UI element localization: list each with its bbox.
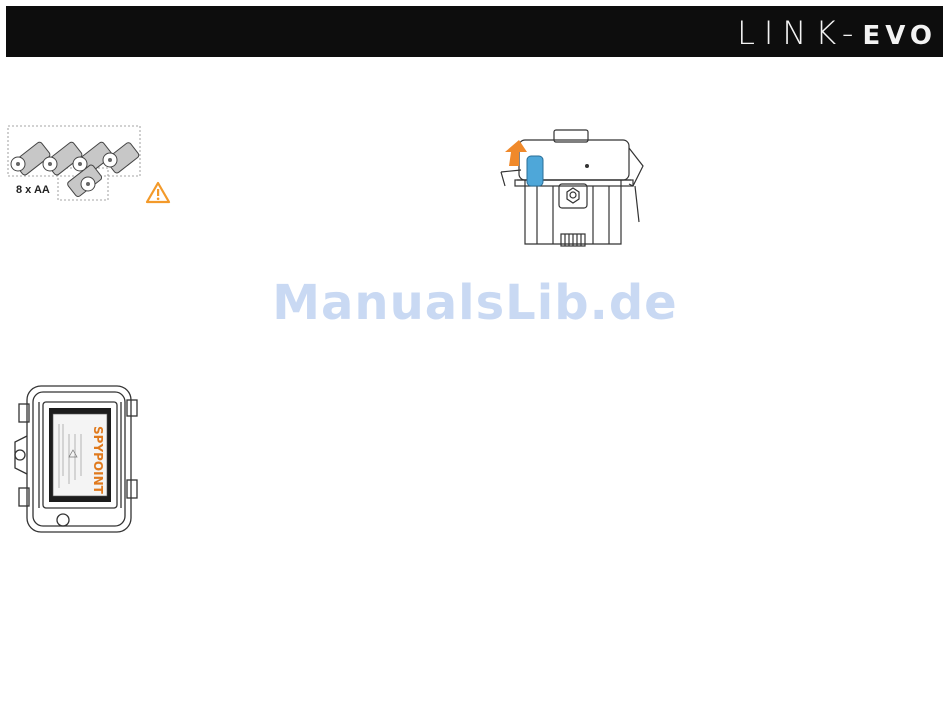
brand-main: LINK bbox=[737, 14, 842, 52]
brand-logo: LINK-EVO bbox=[737, 13, 937, 56]
brand-separator: - bbox=[842, 14, 863, 52]
camera-latch-illustration bbox=[497, 126, 663, 256]
battery-count-label: 8 x AA bbox=[16, 184, 50, 196]
battery-compartment-illustration: SPYPOINT bbox=[9, 380, 141, 536]
warning-triangle-icon bbox=[145, 181, 171, 205]
watermark-text: ManualsLib.de bbox=[0, 275, 950, 331]
header-bar: LINK-EVO bbox=[6, 6, 943, 57]
svg-text:SPYPOINT: SPYPOINT bbox=[91, 426, 105, 495]
brand-suffix: EVO bbox=[862, 21, 937, 51]
